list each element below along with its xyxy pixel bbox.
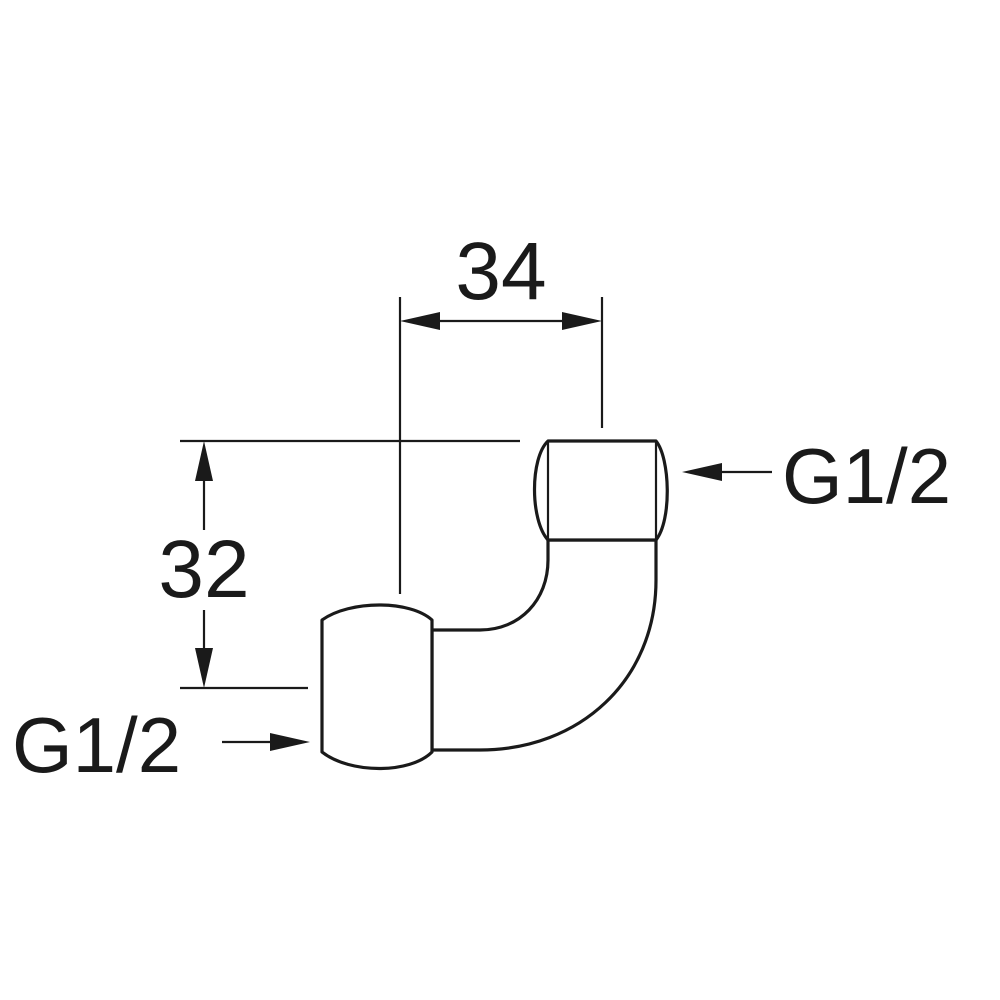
width-arrow-right xyxy=(562,312,602,330)
upper-connection-label: G1/2 xyxy=(782,432,951,520)
lower-connection-label: G1/2 xyxy=(12,701,181,789)
elbow-bend-body xyxy=(430,538,658,752)
upper-connection-arrow xyxy=(682,463,722,481)
height-dimension-label: 32 xyxy=(158,524,249,615)
lower-socket xyxy=(320,603,434,771)
width-arrow-left xyxy=(400,312,440,330)
lower-connection-arrow xyxy=(270,733,310,751)
height-arrow-bottom xyxy=(195,648,213,688)
width-dimension-label: 34 xyxy=(455,226,546,317)
upper-hex-nut xyxy=(533,439,669,542)
height-arrow-top xyxy=(195,441,213,481)
